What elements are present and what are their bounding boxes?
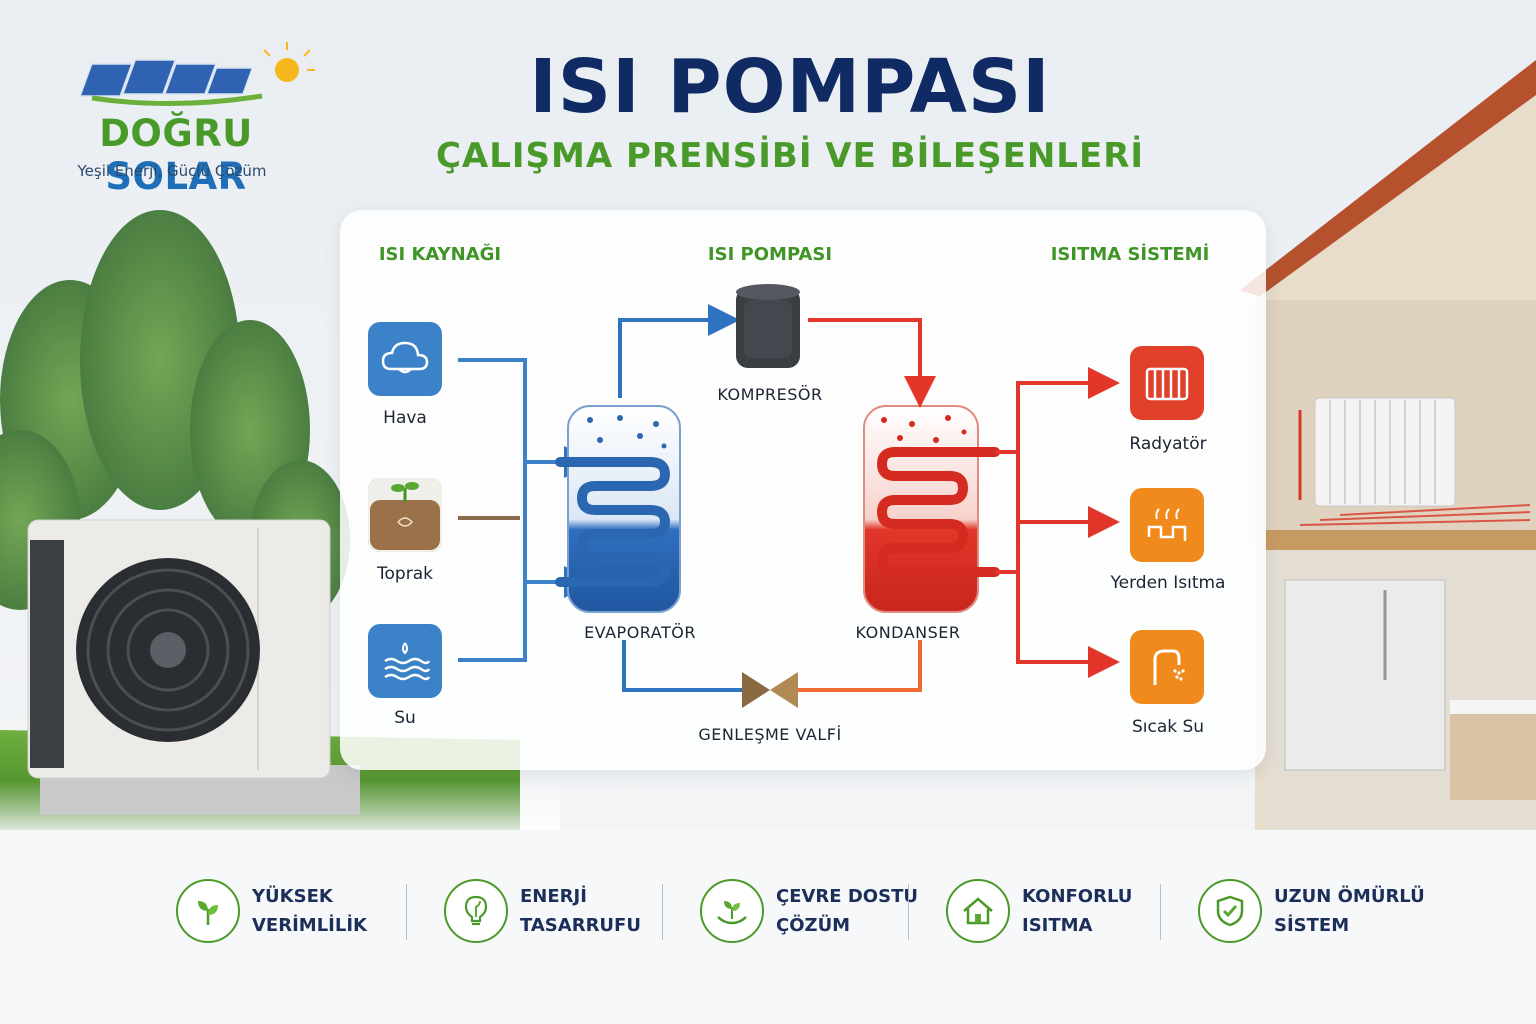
output-label-radiator: Radyatör <box>1129 434 1207 454</box>
benefit-efficiency: YÜKSEK VERİMLİLİK <box>176 876 367 946</box>
output-label-floor-heating: Yerden Isıtma <box>1110 573 1226 593</box>
benefit-energy-saving: ENERJİ TASARRUFU <box>444 876 641 946</box>
expansion-valve-label: GENLEŞME VALFİ <box>698 725 842 744</box>
source-label-water: Su <box>394 708 416 728</box>
hands-plant-icon <box>700 879 764 943</box>
divider <box>662 884 663 940</box>
output-label-hot-water: Sıcak Su <box>1131 717 1205 737</box>
house-cutaway <box>1240 60 1536 1000</box>
page-title: ISI POMPASI <box>529 44 1051 130</box>
diagram-panel <box>340 210 1266 770</box>
benefit-energy-saving-line2: TASARRUFU <box>520 915 641 936</box>
compressor-label: KOMPRESÖR <box>717 385 823 404</box>
benefit-eco-friendly-line1: ÇEVRE DOSTU <box>776 886 918 907</box>
shield-check-icon <box>1198 879 1262 943</box>
source-label-soil: Toprak <box>377 564 433 584</box>
benefit-eco-friendly-line2: ÇÖZÜM <box>776 915 851 936</box>
solar-panel-sun-icon <box>79 42 315 107</box>
brand-tagline: Yeşil Enerji, Güçlü Çözüm <box>77 162 267 180</box>
benefit-comfortable-heating-line1: KONFORLU <box>1022 886 1133 907</box>
brand-name-part1: DOĞRU <box>99 112 253 155</box>
brand-logo: DOĞRU SOLAR Yeşil Enerji, Güçlü Çözüm <box>22 36 322 198</box>
brand-name: DOĞRU SOLAR <box>26 112 326 198</box>
water-waves-icon <box>368 624 442 698</box>
page-subtitle: ÇALIŞMA PRENSİBİ VE BİLEŞENLERİ <box>435 136 1145 176</box>
leaf-icon <box>176 879 240 943</box>
column-heading-source: ISI KAYNAĞI <box>378 244 502 265</box>
benefit-long-life-line1: UZUN ÖMÜRLÜ <box>1274 886 1425 907</box>
faucet-icon <box>1130 630 1204 704</box>
lightbulb-icon <box>444 879 508 943</box>
outdoor-heat-pump-unit <box>27 519 360 815</box>
house-icon <box>946 879 1010 943</box>
benefit-comfortable-heating: KONFORLU ISITMA <box>946 876 1132 946</box>
radiator-icon <box>1130 346 1204 420</box>
benefit-long-life-line2: SİSTEM <box>1274 915 1350 936</box>
soil-sprout-icon <box>368 478 442 552</box>
source-label-air: Hava <box>383 408 427 428</box>
cloud-icon <box>368 322 442 396</box>
evaporator-label: EVAPORATÖR <box>584 623 696 642</box>
benefit-eco-friendly: ÇEVRE DOSTU ÇÖZÜM <box>700 876 918 946</box>
floor-heating-icon <box>1130 488 1204 562</box>
column-heading-pump: ISI POMPASI <box>707 244 833 265</box>
benefits-row: YÜKSEK VERİMLİLİK ENERJİ TASARRUFU ÇEVRE D… <box>0 860 1536 970</box>
brand-name-part2: SOLAR <box>105 155 247 198</box>
divider <box>1160 884 1161 940</box>
column-heading-system: ISITMA SİSTEMİ <box>1050 244 1210 265</box>
condenser-label: KONDANSER <box>855 623 961 642</box>
benefit-efficiency-line2: VERİMLİLİK <box>252 915 367 936</box>
benefit-long-life: UZUN ÖMÜRLÜ SİSTEM <box>1198 876 1425 946</box>
benefit-energy-saving-line1: ENERJİ <box>520 886 587 907</box>
benefit-efficiency-line1: YÜKSEK <box>252 886 333 907</box>
divider <box>908 884 909 940</box>
benefit-comfortable-heating-line2: ISITMA <box>1022 915 1093 936</box>
divider <box>406 884 407 940</box>
